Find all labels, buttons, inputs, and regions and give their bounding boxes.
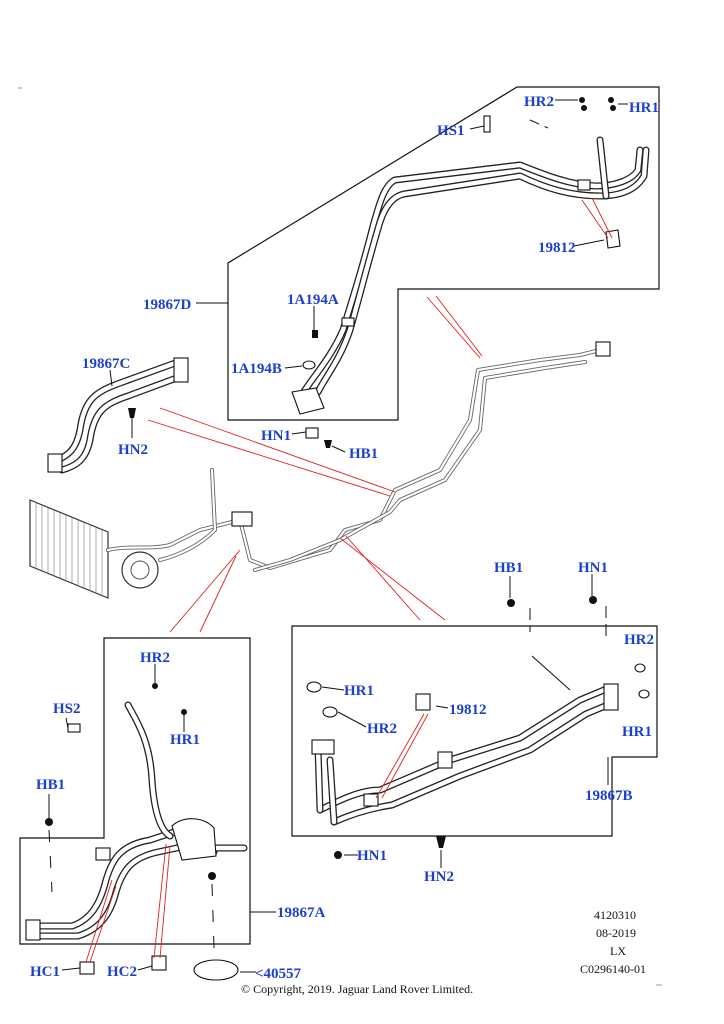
- nut-icon: [128, 408, 136, 418]
- rivet-icon: [579, 97, 585, 103]
- diagram-code: 4120310: [594, 908, 636, 922]
- gasket-icon: [193, 959, 239, 981]
- callout-hc2: HC2: [107, 964, 137, 980]
- callout-19812: 19812: [538, 240, 576, 256]
- rivet-icon: [581, 105, 587, 111]
- clip-icon: [151, 955, 167, 971]
- callout-19867a: 19867A: [277, 905, 326, 921]
- nut-icon: [208, 872, 216, 880]
- pipe-clamp-icon: [577, 179, 591, 191]
- end-fitting-icon: [173, 357, 189, 383]
- callout-19867d: 19867D: [143, 297, 192, 313]
- callout-40557: <40557: [255, 966, 302, 982]
- end-fitting-icon: [603, 683, 619, 711]
- bolt-icon: [507, 599, 515, 607]
- rivet-icon: [610, 105, 616, 111]
- pipe-clamp-icon: [437, 751, 453, 769]
- diagram-model: LX: [610, 944, 626, 958]
- callout-hn1: HN1: [357, 848, 387, 864]
- callout-hb1: HB1: [36, 777, 65, 793]
- callout-hn1: HN1: [578, 560, 608, 576]
- bolt-icon: [483, 115, 491, 133]
- callout-hb1: HB1: [494, 560, 523, 576]
- end-fitting-icon: [47, 453, 63, 473]
- pipe-clamp-icon: [341, 317, 355, 327]
- callout-hr1: HR1: [622, 724, 652, 740]
- diagram-ref: C0296140-01: [580, 962, 646, 976]
- end-fitting-icon: [311, 739, 335, 755]
- bolt-icon: [67, 723, 81, 733]
- callout-hs2: HS2: [53, 701, 81, 717]
- callout-hr2: HR2: [367, 721, 397, 737]
- callout-19867c: 19867C: [82, 356, 130, 372]
- nut-icon: [312, 330, 318, 338]
- valve-block-icon: [231, 511, 253, 527]
- rivet-icon: [152, 683, 158, 689]
- o-ring-icon: [302, 360, 316, 370]
- callout-hs1: HS1: [437, 123, 465, 139]
- clip-icon: [79, 961, 95, 975]
- bracket-icon: [605, 229, 621, 249]
- rivet-icon: [608, 97, 614, 103]
- bolt-icon: [324, 440, 332, 448]
- callout-19867b: 19867B: [585, 788, 633, 804]
- panel-19867d: [196, 86, 660, 453]
- condenser-icon: [29, 499, 109, 599]
- callout-hn2: HN2: [424, 869, 454, 885]
- nut-icon: [334, 851, 342, 859]
- callout-hr1: HR1: [629, 100, 659, 116]
- nut-icon: [45, 818, 53, 826]
- o-ring-icon: [634, 663, 646, 673]
- o-ring-icon: [638, 689, 650, 699]
- callout-hn1: HN1: [261, 428, 291, 444]
- callout-hr2: HR2: [624, 632, 654, 648]
- pipe-clamp-icon: [363, 793, 379, 807]
- panel-19867b: [291, 574, 658, 868]
- end-fitting-icon: [25, 919, 41, 941]
- o-ring-icon: [322, 706, 338, 718]
- end-fitting-icon: [595, 341, 611, 357]
- nut-icon: [589, 596, 597, 604]
- nut-icon: [305, 427, 319, 439]
- bolt-icon: [436, 836, 446, 848]
- callout-19812: 19812: [449, 702, 487, 718]
- panel-19867a: [19, 637, 276, 981]
- diagram-date: 08-2019: [596, 926, 636, 940]
- block-fitting-icon: [291, 387, 325, 415]
- callout-hn2: HN2: [118, 442, 148, 458]
- bracket-icon: [415, 693, 431, 711]
- central-assembly: [29, 295, 611, 633]
- callout-hr2: HR2: [524, 94, 554, 110]
- compressor-icon: [121, 551, 159, 589]
- callout-hr1: HR1: [344, 683, 374, 699]
- callout-1a194a: 1A194A: [287, 292, 339, 308]
- copyright: © Copyright, 2019. Jaguar Land Rover Lim…: [241, 982, 473, 996]
- callout-hr1: HR1: [170, 732, 200, 748]
- hose-19867c: [47, 357, 189, 474]
- pipe-clamp-icon: [95, 847, 111, 861]
- o-ring-icon: [306, 681, 322, 693]
- expansion-valve-icon: [171, 818, 217, 861]
- callout-hr2: HR2: [140, 650, 170, 666]
- callout-hc1: HC1: [30, 964, 60, 980]
- callout-hb1: HB1: [349, 446, 378, 462]
- callout-1a194b: 1A194B: [231, 361, 282, 377]
